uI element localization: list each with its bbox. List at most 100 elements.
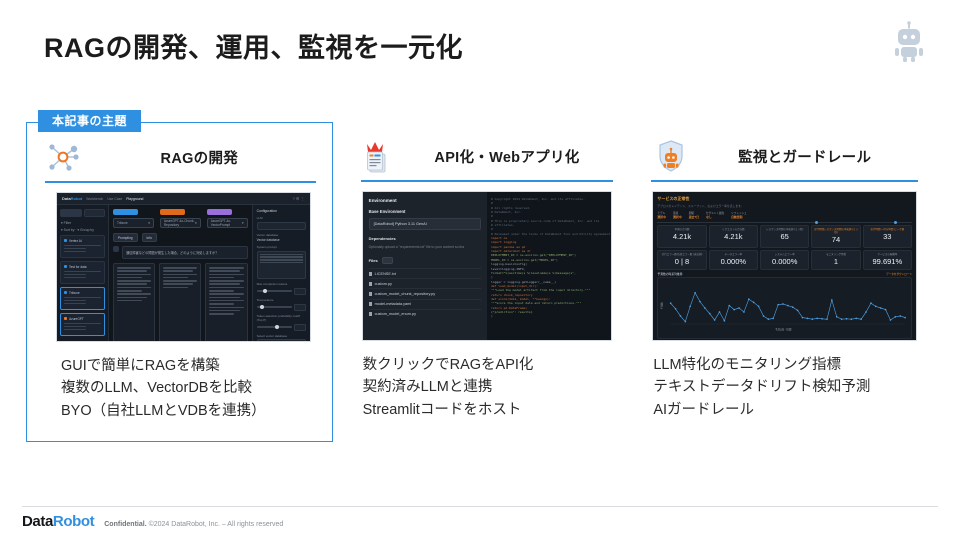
file-list-item[interactable]: custom_model_chunk_repository.py: [368, 288, 481, 298]
footer-divider: [22, 506, 938, 507]
filter-label: 期間: [688, 211, 694, 215]
kpi-label: モニタリング件数: [825, 252, 846, 256]
file-name: custom.py: [374, 281, 392, 286]
workbench-main-panel: Tribune▾ AzureGPT-4o-Chunk-Repository▾ A…: [109, 205, 252, 341]
chart-point: [670, 301, 672, 304]
config-label-vectorstore: Select vector database: [256, 333, 288, 338]
topbar-actions: ? ⚙ ⋮: [292, 196, 305, 201]
sidebar-segmented-control[interactable]: [60, 209, 105, 217]
dashboard-filter[interactable]: 環境選択中: [673, 211, 682, 219]
sidebar-llm-card-selected[interactable]: AzureGPT: [60, 312, 105, 336]
model-pill-blue[interactable]: [113, 209, 139, 215]
filter-value: なし: [705, 214, 712, 219]
config-label-systemprompt: System prompt: [256, 245, 277, 249]
config-label-llm: LLM: [256, 216, 263, 220]
config-select-llm[interactable]: [256, 221, 306, 230]
filter-value: 自動更新: [731, 214, 743, 219]
add-file-button[interactable]: [381, 257, 393, 264]
model-pill-orange[interactable]: [159, 209, 186, 215]
file-list-item[interactable]: custom.py: [368, 278, 481, 288]
file-icon: [368, 312, 372, 317]
model-select-3[interactable]: AzureGPT-4o-VectorPrompt▾: [206, 218, 248, 228]
code-line: ): [490, 314, 493, 319]
chart-point: [860, 317, 863, 320]
chart-point: [802, 316, 804, 318]
kpi-value: 33: [883, 231, 892, 241]
time-range-slider[interactable]: [657, 220, 912, 224]
chart-point: [743, 310, 746, 313]
sidebar-llm-card-selected[interactable]: Tribune: [60, 286, 105, 310]
kpi-tile: 実行エラー数/応答エラー数 (直近値)0 | 8: [657, 249, 707, 270]
kpi-tile: レスポンス時間の中央値 (ミリ秒)65: [760, 224, 810, 248]
kpi-value: 1: [833, 256, 839, 266]
code-line: #: [490, 201, 493, 206]
model-select-2[interactable]: AzureGPT-4o-Chunk-Repository▾: [159, 218, 201, 228]
chart-point: [748, 297, 750, 300]
kpi-value: 74: [831, 234, 841, 244]
kpi-label: 実行エラー数/応答エラー数 (直近値): [661, 252, 703, 256]
segment-comparison[interactable]: [83, 209, 105, 217]
kpi-label: データエラー率: [724, 252, 743, 256]
sidebar-llm-card[interactable]: Vertex AI: [60, 235, 105, 258]
chart-point: [728, 304, 731, 306]
breadcrumb-playground: Playground: [126, 196, 144, 201]
kpi-label: サービスの稼働率: [877, 252, 898, 256]
file-name: custom_model_enum.py: [374, 312, 416, 317]
breadcrumb-usecase: Use Case: [107, 196, 123, 201]
kpi-value: 99.691%: [872, 256, 903, 266]
chart-point: [777, 303, 780, 306]
download-data-link[interactable]: データをダウンロード: [886, 272, 912, 276]
dashboard-filter[interactable]: セグメント属性なし: [706, 211, 724, 219]
prompt-row: 通信障害などの問題が発生した場合、どのように対処しますか？: [113, 246, 248, 259]
config-textarea-systemprompt[interactable]: [256, 250, 306, 279]
base-environment-value[interactable]: [DataRobot] Python 3.11 GenAI: [368, 218, 481, 230]
model-pill-purple[interactable]: [206, 209, 233, 215]
filter-label: モデル: [657, 211, 666, 215]
column-divider: [651, 180, 918, 182]
card-title: AzureGPT: [64, 316, 101, 321]
page-title: RAGの開発、運用、監視を一元化: [44, 33, 463, 63]
kpi-tile: 実行時間レスポンス時間の中央値 (ミリ秒)74: [811, 224, 861, 248]
config-slider-maxtokens[interactable]: [256, 287, 306, 295]
file-list-item[interactable]: LICENSE.txt: [368, 268, 481, 278]
documents-crown-icon: [361, 138, 401, 174]
kpi-value: 0.000%: [720, 256, 747, 266]
tab-info[interactable]: Info: [141, 233, 157, 242]
sidebar-llm-card[interactable]: Test for data: [60, 260, 105, 284]
chart-point: [899, 314, 902, 317]
chart-point: [694, 291, 697, 294]
kpi-value: 4.21k: [724, 231, 743, 241]
file-list-item[interactable]: custom_model_enum.py: [368, 308, 481, 319]
sidebar-sort[interactable]: ▾ Sort by · ▾ Group by: [61, 228, 94, 232]
column-divider: [360, 180, 614, 182]
segment-best[interactable]: [60, 209, 82, 217]
network-nodes-icon: [43, 139, 83, 175]
file-name: model-metadata.yaml: [374, 302, 412, 307]
answer-card: [159, 263, 202, 341]
model-select-1[interactable]: Tribune▾: [113, 218, 154, 228]
dashboard-filter[interactable]: 期間過去7日: [689, 211, 699, 219]
kpi-label: レスポンス時間の中央値 (ミリ秒): [766, 227, 804, 231]
config-slider-topp[interactable]: [256, 323, 306, 331]
sidebar-filter[interactable]: ▾ Filter: [61, 221, 72, 225]
column-title: RAGの開発: [160, 150, 239, 167]
tab-prompting[interactable]: Prompting: [113, 233, 138, 242]
code-line: return pd.DataFrame(: [490, 305, 528, 310]
file-list-item[interactable]: model-metadata.yaml: [368, 298, 481, 309]
workbench-sidebar: ▾ Filter ▾ Sort by · ▾ Group by Vertex A…: [57, 205, 109, 341]
file-icon: [368, 281, 372, 286]
custom-model-environment-screenshot: Environment Base Environment [DataRobot]…: [362, 192, 612, 340]
dashboard-filter[interactable]: リフレッシュ自動更新: [731, 211, 747, 219]
chart-point: [792, 305, 794, 308]
chart-point: [763, 314, 765, 317]
column-title: 監視とガードレール: [738, 149, 872, 166]
kpi-value: 0.000%: [771, 256, 798, 266]
dashboard-filter[interactable]: モデル選択中: [657, 211, 666, 219]
workbench-logo: DataRobot: [62, 196, 83, 201]
code-line: """Load the model artifact from the inpu…: [490, 288, 591, 293]
code-line: logger = logging.getLogger(__name__): [490, 279, 557, 284]
config-select-vectorstore[interactable]: [256, 339, 306, 341]
config-slider-temperature[interactable]: [256, 303, 306, 311]
